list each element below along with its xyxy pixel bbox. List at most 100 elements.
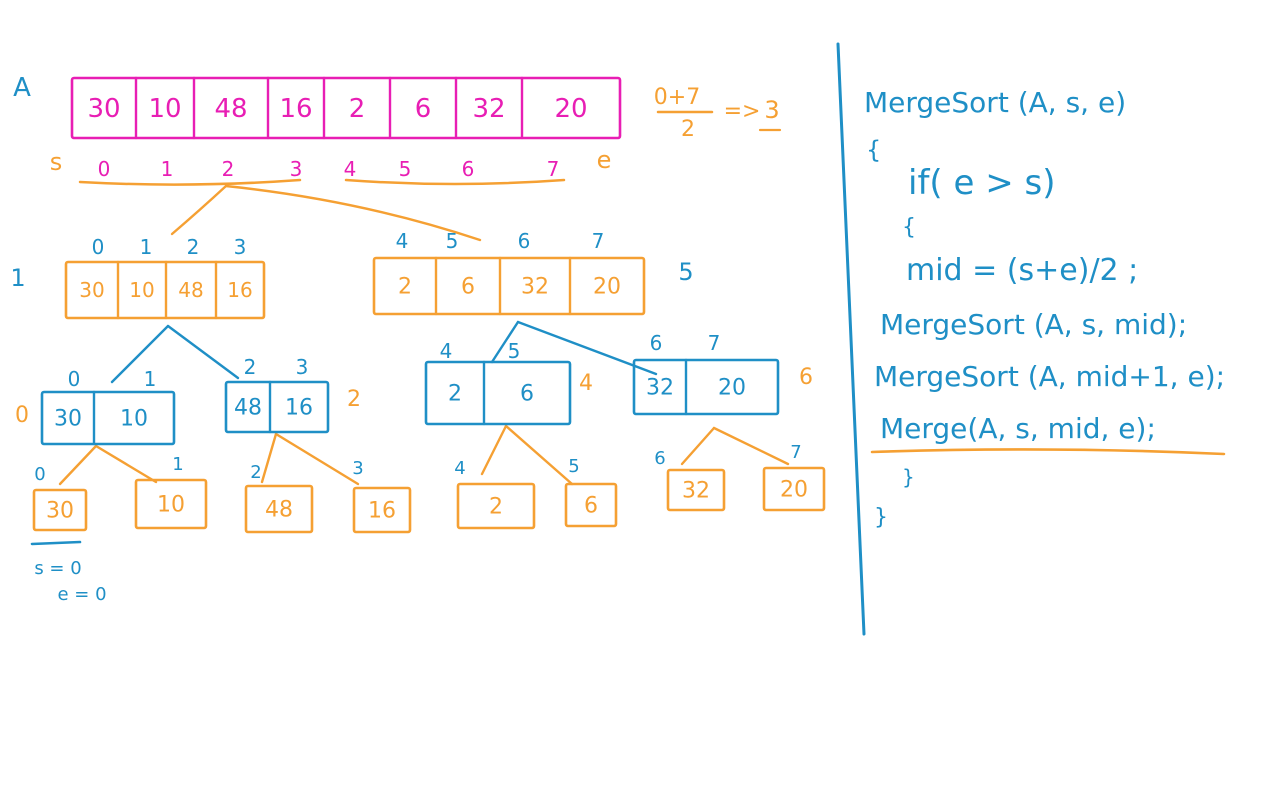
base-case-e: e = 0 xyxy=(57,584,106,605)
leaf-box-cell: 10 xyxy=(157,493,185,518)
code-line: mid = (s+e)/2 ; xyxy=(906,253,1138,288)
level2-index-a: 0 xyxy=(68,367,81,391)
leaf-index: 4 xyxy=(454,458,465,479)
level2-array-d-cell: 20 xyxy=(718,376,746,401)
root-array-cell: 30 xyxy=(87,94,120,124)
level2-array-b: 48 16 xyxy=(224,380,330,434)
level-label-5: 5 xyxy=(678,258,693,286)
root-array-cell: 32 xyxy=(472,94,505,124)
link-to-leaf xyxy=(504,424,574,486)
link-root-right xyxy=(224,184,482,242)
code-line: { xyxy=(902,215,916,240)
level2-array-b-cell: 16 xyxy=(285,396,313,421)
level1-left-array-cell: 16 xyxy=(227,278,252,302)
level2-index-b: 2 xyxy=(244,355,257,379)
code-line: } xyxy=(874,505,888,530)
level2-array-d-outline xyxy=(632,358,780,416)
level2-array-c-cell: 2 xyxy=(448,382,462,407)
level1-right-array-cell: 20 xyxy=(593,275,621,300)
end-label: e xyxy=(597,146,612,174)
code-line: MergeSort (A, s, e) xyxy=(864,86,1126,119)
code-line: MergeSort (A, mid+1, e); xyxy=(874,360,1225,393)
leaf-box-outline xyxy=(666,468,726,512)
level2-array-a-cell: 30 xyxy=(54,407,82,432)
link-l1-to-2-6 xyxy=(490,320,520,364)
level1-right-index: 7 xyxy=(592,229,605,253)
start-label: s xyxy=(50,148,63,176)
base-case-underline xyxy=(30,540,82,546)
leaf-box-cell: 30 xyxy=(46,499,74,524)
leaf-index: 2 xyxy=(250,462,261,483)
root-array-cell: 10 xyxy=(148,94,181,124)
root-right-bracket xyxy=(344,178,566,186)
root-index: 5 xyxy=(399,157,412,181)
level1-left-index: 2 xyxy=(187,235,200,259)
link-to-leaf xyxy=(94,444,158,484)
root-array-cell: 20 xyxy=(554,94,587,124)
root-index: 3 xyxy=(290,157,303,181)
level-label-6: 6 xyxy=(799,365,813,390)
level1-right-array-cell: 2 xyxy=(398,275,412,300)
leaf-box: 16 xyxy=(352,486,412,534)
level2-array-b-outline xyxy=(224,380,330,434)
leaf-index: 3 xyxy=(352,458,363,479)
link-to-leaf xyxy=(712,426,790,466)
level2-array-b-cell: 48 xyxy=(234,396,262,421)
mid-numerator: 0+7 xyxy=(654,85,700,110)
link-l1-to-30-10 xyxy=(110,324,170,384)
leaf-box-cell: 2 xyxy=(489,495,503,520)
base-case-s: s = 0 xyxy=(34,558,81,579)
level1-left-index: 3 xyxy=(234,235,247,259)
leaf-box: 48 xyxy=(244,484,314,534)
mid-denominator: 2 xyxy=(681,117,695,142)
code-line: MergeSort (A, s, mid); xyxy=(880,308,1187,341)
leaf-box-cell: 48 xyxy=(265,498,293,523)
leaf-box-cell: 20 xyxy=(780,478,808,503)
link-to-leaf xyxy=(58,444,98,486)
root-array-cell: 6 xyxy=(415,94,432,124)
mid-arrow: => xyxy=(724,99,761,124)
level1-right-array-outline xyxy=(372,256,646,316)
level1-right-index: 5 xyxy=(446,229,459,253)
level1-right-index: 4 xyxy=(396,229,409,253)
leaf-box-outline xyxy=(456,482,536,530)
level2-index-b: 3 xyxy=(296,355,309,379)
leaf-box: 2 xyxy=(456,482,536,530)
root-array-cell: 2 xyxy=(349,94,366,124)
leaf-index: 7 xyxy=(790,442,801,463)
link-to-leaf xyxy=(260,432,278,484)
leaf-box-outline xyxy=(32,488,88,532)
level1-left-array-cell: 10 xyxy=(129,278,154,302)
leaf-box: 6 xyxy=(564,482,618,528)
mid-result: 3 xyxy=(764,96,779,124)
leaf-index: 6 xyxy=(654,448,665,469)
level1-right-array-cell: 6 xyxy=(461,275,475,300)
root-index: 7 xyxy=(547,157,560,181)
level2-index-d: 7 xyxy=(708,331,721,355)
level2-index-d: 6 xyxy=(650,331,663,355)
code-line: if( e > s) xyxy=(908,163,1056,203)
link-root-left xyxy=(170,184,228,236)
root-index: 1 xyxy=(161,157,174,181)
leaf-box: 20 xyxy=(762,466,826,512)
leaf-box-outline xyxy=(762,466,826,512)
leaf-box-cell: 16 xyxy=(368,499,396,524)
link-l1-to-48-16 xyxy=(166,324,240,380)
leaf-index: 5 xyxy=(568,456,579,477)
leaf-box-outline xyxy=(564,482,618,528)
level-label-1: 1 xyxy=(10,264,25,292)
leaf-index: 0 xyxy=(34,464,45,485)
link-to-leaf xyxy=(274,432,360,486)
root-index: 4 xyxy=(344,157,357,181)
pseudocode-panel: MergeSort (A, s, e){if( e > s){mid = (s+… xyxy=(836,42,1226,636)
level2-array-c-cell: 6 xyxy=(520,382,534,407)
level1-right-index: 6 xyxy=(518,229,531,253)
leaf-box-cell: 6 xyxy=(584,494,598,519)
level2-index-a: 1 xyxy=(144,367,157,391)
